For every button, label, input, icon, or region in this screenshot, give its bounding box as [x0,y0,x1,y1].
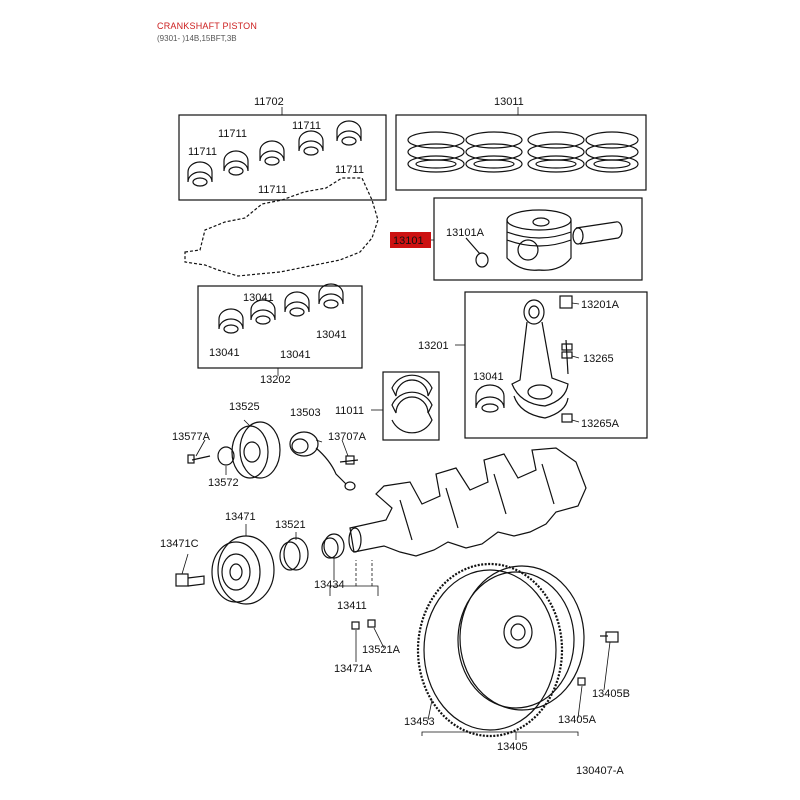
label-11711-e: 11711 [258,184,287,196]
flywheel [457,565,585,711]
label-13041-e: 13041 [280,349,311,361]
label-13577A: 13577A [172,431,211,443]
pin-13405A [577,677,586,686]
label-13572: 13572 [208,477,239,489]
label-13041-f: 13041 [473,371,504,383]
label-13453: 13453 [404,716,435,728]
label-13411: 13411 [337,600,367,612]
label-11711-c: 11711 [188,146,217,158]
bearing-13041-shells [218,283,505,413]
piston-rings [407,131,639,173]
label-11011: 11011 [335,405,364,417]
label-13471A: 13471A [334,663,373,675]
piston-sub-assy-box [433,197,643,281]
highlight-13101 [390,232,431,248]
label-13434: 13434 [314,579,345,591]
label-13265: 13265 [583,353,614,365]
bolt-13707A [339,455,359,465]
bolt-13577A [187,454,211,464]
leader-lines [181,107,611,740]
label-13101A: 13101A [446,227,485,239]
thrust-washers [391,374,433,434]
label-13503: 13503 [290,407,321,419]
label-13041-d: 13041 [209,347,240,359]
ring-gear [416,562,564,738]
label-11711-d: 11711 [335,164,364,176]
label-13471C: 13471C [160,538,199,550]
connecting-rod [511,295,573,423]
label-13707A: 13707A [328,431,367,443]
figure-code: 130407-A [576,765,624,777]
label-13041-c: 13041 [316,329,347,341]
label-13041-a: 13041 [243,292,274,304]
label-13265A: 13265A [581,418,620,430]
snap-ring [475,252,489,268]
label-13521: 13521 [275,519,306,531]
key-13471A [351,621,360,630]
key-13572 [217,446,235,466]
label-11711-a: 11711 [218,128,247,140]
key-13521A [367,619,376,628]
page-subtitle: (9301- )14B,15BFT,3B [157,34,237,43]
label-13405: 13405 [497,741,528,753]
connecting-rod-box [464,291,648,439]
page-title: CRANKSHAFT PISTON [157,21,258,31]
label-13011: 13011 [494,96,524,108]
piston-pin [572,221,623,245]
diagram-header: CRANKSHAFT PISTON (9301- )14B,15BFT,3B [157,21,257,43]
crankshaft-gear-13521 [279,537,309,571]
bearing-set-13202-box [197,285,363,369]
crankshaft-pulley [211,535,275,605]
label-13521A: 13521A [362,644,401,656]
thrust-washer-box [382,371,440,441]
label-13201A: 13201A [581,299,620,311]
crankshaft-upper [184,177,379,277]
label-13405B: 13405B [592,688,630,700]
crankshaft [348,447,587,557]
crankshaft-timing-gear [231,421,281,479]
label-13405A: 13405A [558,714,597,726]
label-11711-b: 11711 [292,120,321,132]
piston-ring-set-box [395,114,647,191]
spacer-13434 [321,533,345,559]
crankshaft-position-sensor [289,431,356,491]
flywheel-bolt [600,631,619,643]
label-11702: 11702 [254,96,284,108]
label-13101: 13101 [393,235,424,247]
piston [506,209,572,271]
label-13202: 13202 [260,374,291,386]
bearing-11711-shells [187,120,362,187]
label-13201: 13201 [418,340,449,352]
label-13471: 13471 [225,511,256,523]
bolt-13471C [175,573,205,587]
label-13525: 13525 [229,401,260,413]
